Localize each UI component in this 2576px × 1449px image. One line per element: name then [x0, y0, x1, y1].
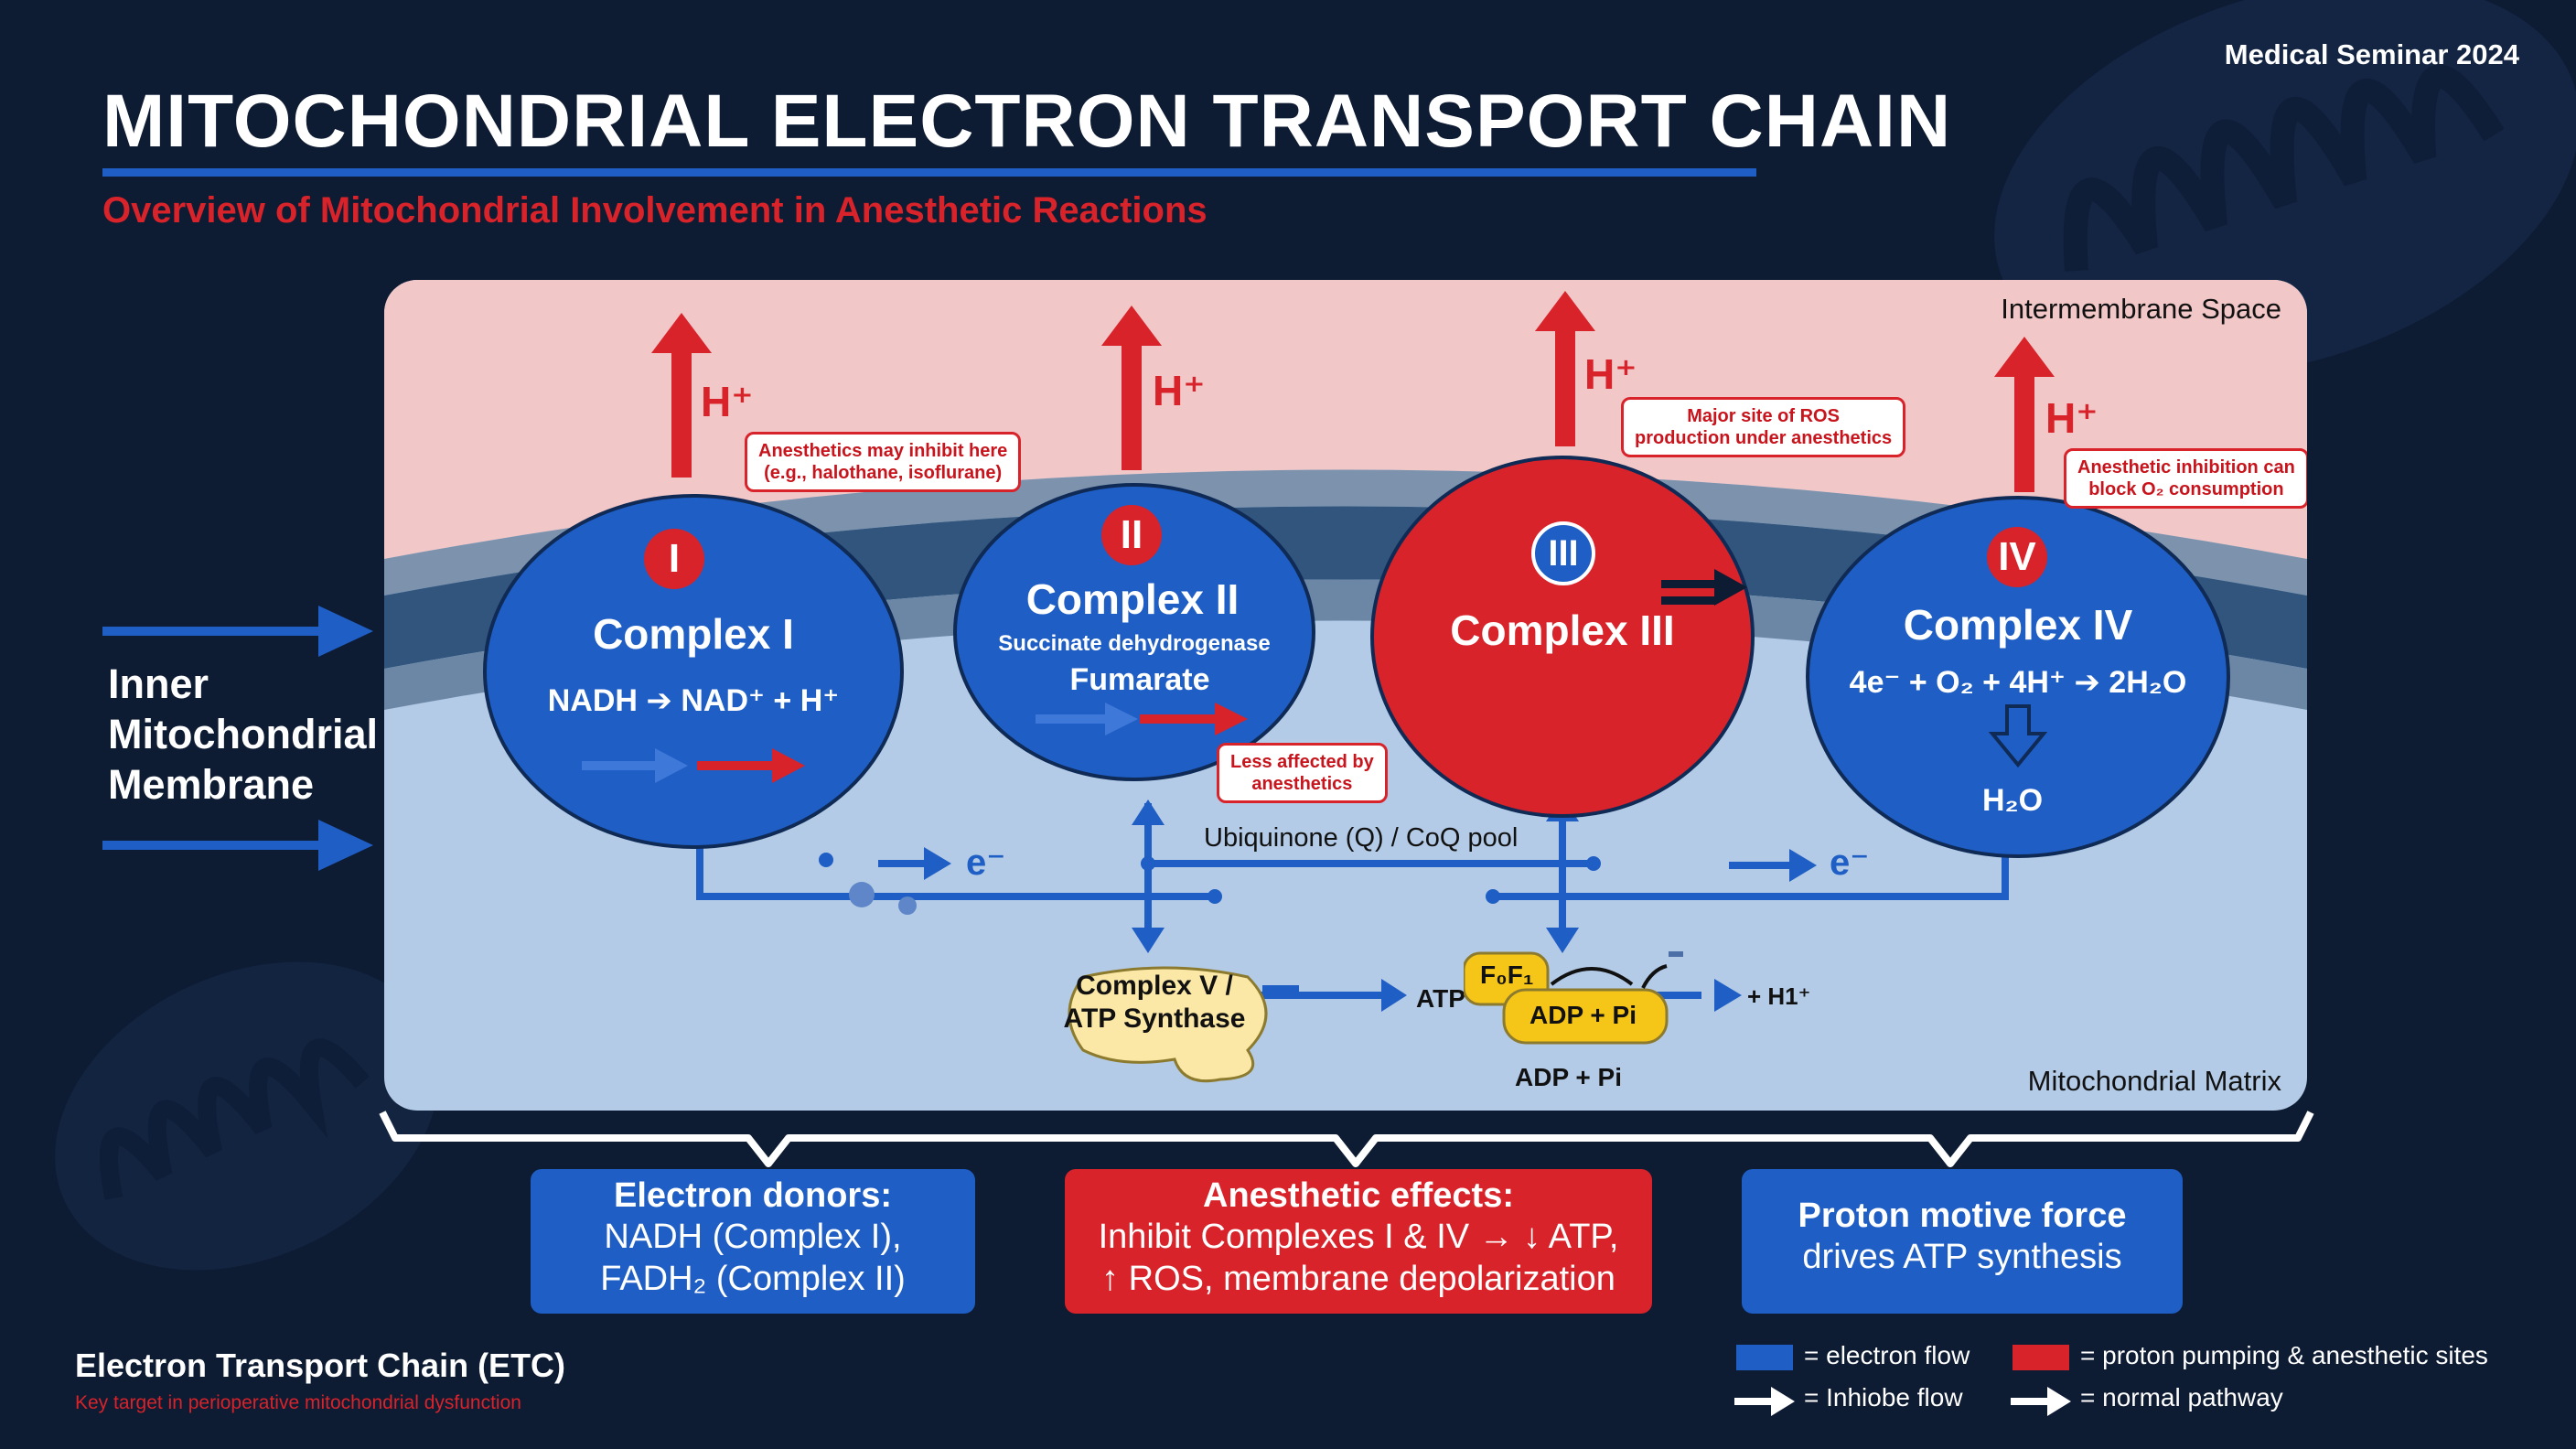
- complex-4-reaction: 4e⁻ + O₂ + 4H⁺ ➔ 2H₂O: [1850, 664, 2187, 701]
- reaction-arrow-icon: ➔: [646, 683, 672, 718]
- complex-5-label: Complex V / ATP Synthase: [1064, 970, 1246, 1036]
- h1-label: + H1⁺: [1747, 982, 1811, 1010]
- ubiquinone-pool-label: Ubiquinone (Q) / CoQ pool: [1204, 823, 1519, 853]
- summary-box-proton-motive-force: Proton motive force drives ATP synthesis: [1742, 1169, 2183, 1314]
- proton-label-1: H⁺: [701, 378, 754, 425]
- inner-membrane-label-line2: Mitochondrial: [108, 711, 378, 757]
- note-complex-2: Less affected by anesthetics: [1217, 743, 1388, 803]
- proton-arrow-complex3: [1535, 291, 1595, 446]
- complex-1-reaction-right: NAD⁺ + H⁺: [681, 683, 840, 718]
- summary-box-2-line2: ↑ ROS, membrane depolarization: [1101, 1260, 1615, 1298]
- summary-box-1-heading: Electron donors:: [613, 1176, 893, 1215]
- complex-4-product: H₂O: [1981, 783, 2044, 818]
- complex-2-enzyme: Succinate dehydrogenase: [998, 631, 1271, 656]
- mitochondrial-matrix-label: Mitochondrial Matrix: [2027, 1065, 2281, 1097]
- membrane-pointer-arrow-top: [102, 606, 373, 657]
- electron-label-left: e⁻: [966, 843, 1006, 883]
- membrane-pointer-arrow-bottom: [102, 820, 373, 871]
- complex-3-name: Complex III: [1450, 606, 1675, 654]
- summary-box-3-line1: drives ATP synthesis: [1802, 1238, 2122, 1276]
- legend-proton-pumping: = proton pumping & anesthetic sites: [2080, 1341, 2488, 1369]
- note-complex-1-line2: (e.g., halothane, isoflurane): [764, 463, 1003, 483]
- complex-5-line2: ATP Synthase: [1063, 1004, 1246, 1034]
- proton-label-3: H⁺: [1584, 350, 1637, 398]
- complex-1-reaction-left: NADH: [547, 683, 638, 718]
- complex-4-badge: IV: [1987, 527, 2047, 587]
- note-complex-3-line1: Major site of ROS: [1687, 406, 1840, 426]
- complex-4-reaction-left: 4e⁻ + O₂ + 4H⁺: [1849, 665, 2066, 700]
- complex-4-name: Complex IV: [1903, 601, 2133, 649]
- f0f1-complex-shape: [1464, 951, 1683, 1045]
- atp-label: ATP: [1416, 984, 1465, 1013]
- legend-arrow-inhibe-icon: [1734, 1387, 1795, 1416]
- summary-box-1-line1: NADH (Complex I),: [604, 1218, 902, 1256]
- legend-swatch-proton-pumping: [2012, 1345, 2069, 1370]
- legend-swatch-electron-flow: [1736, 1345, 1793, 1370]
- inner-membrane-label-line3: Membrane: [108, 761, 315, 808]
- complex-2-product: Fumarate: [1069, 662, 1210, 697]
- page-title: MITOCHONDRIAL ELECTRON TRANSPORT CHAIN: [102, 80, 1952, 163]
- proton-label-4: H⁺: [2045, 394, 2098, 442]
- background-mitochondrion-bottom-left: [55, 961, 439, 1271]
- note-complex-3: Major site of ROS production under anest…: [1621, 397, 1906, 457]
- proton-arrow-complex2: [1101, 306, 1162, 470]
- complex-3-ellipse: [1370, 456, 1755, 818]
- legend-electron-flow: = electron flow: [1804, 1341, 1970, 1369]
- complex-2-name: Complex II: [1025, 575, 1240, 623]
- complex-2-badge: II: [1101, 505, 1162, 565]
- proton-label-2: H⁺: [1153, 367, 1206, 414]
- f0f1-label: F₀F₁: [1480, 961, 1534, 989]
- intermembrane-space-label: Intermembrane Space: [2001, 293, 2281, 325]
- atp-synthase-shape: [1068, 966, 1268, 1083]
- note-complex-2-line1: Less affected by: [1230, 752, 1374, 772]
- background-mitochondrion-top-right: [1994, 0, 2576, 376]
- summary-box-electron-donors: Electron donors: NADH (Complex I), FADH₂…: [531, 1169, 975, 1314]
- summary-box-2-heading: Anesthetic effects:: [1203, 1176, 1514, 1215]
- etc-footer-title: Electron Transport Chain (ETC): [75, 1347, 566, 1384]
- complex-1-reaction: NADH ➔ NAD⁺ + H⁺: [548, 682, 839, 719]
- note-complex-2-line2: anesthetics: [1251, 774, 1353, 794]
- proton-arrow-complex4: [1994, 337, 2055, 492]
- electron-label-right: e⁻: [1830, 843, 1870, 883]
- complex-4-reaction-right: 2H₂O: [2109, 665, 2187, 700]
- adp-pi-label: ADP + Pi: [1530, 1001, 1637, 1029]
- complex-3-badge: III: [1531, 521, 1595, 585]
- reaction-arrow-icon: ➔: [2074, 665, 2100, 700]
- page-subtitle: Overview of Mitochondrial Involvement in…: [102, 190, 1208, 231]
- etc-diagram-panel: H⁺ H⁺ H⁺ H⁺ Intermembrane Space Mitochon…: [384, 280, 2307, 1111]
- note-complex-4-line2: block O₂ consumption: [2088, 479, 2284, 499]
- legend-inhibe-flow: = Inhiobe flow: [1804, 1383, 1963, 1411]
- electron-pathway: [683, 796, 2022, 1012]
- complex-5-line1: Complex V /: [1076, 971, 1233, 1001]
- summary-box-anesthetic-effects: Anesthetic effects: Inhibit Complexes I …: [1065, 1169, 1652, 1314]
- note-complex-4-line1: Anesthetic inhibition can: [2077, 457, 2295, 478]
- inner-membrane-label: Inner Mitochondrial Membrane: [108, 659, 378, 810]
- complex-1-ellipse: [483, 494, 904, 849]
- proton-arrow-complex1: [651, 313, 712, 478]
- summary-box-1-line2: FADH₂ (Complex II): [600, 1260, 906, 1298]
- complex-2-ellipse: [953, 483, 1315, 781]
- complex-1-badge: I: [644, 529, 704, 589]
- note-complex-4: Anesthetic inhibition can block O₂ consu…: [2064, 448, 2307, 509]
- complex-1-name: Complex I: [593, 610, 794, 658]
- etc-footer-subtitle: Key target in perioperative mitochondria…: [75, 1392, 521, 1413]
- event-label: Medical Seminar 2024: [2224, 38, 2519, 70]
- legend-arrow-normal-icon: [2011, 1387, 2071, 1416]
- title-underline: [102, 168, 1756, 177]
- legend-normal-pathway: = normal pathway: [2080, 1383, 2283, 1411]
- note-complex-1-line1: Anesthetics may inhibit here: [758, 441, 1008, 461]
- adp-pi-below-label: ADP + Pi: [1515, 1063, 1622, 1091]
- note-complex-1: Anesthetics may inhibit here (e.g., halo…: [745, 432, 1022, 492]
- note-complex-3-line2: production under anesthetics: [1635, 428, 1893, 448]
- summary-brace: [379, 1111, 2314, 1167]
- summary-box-2-line1: Inhibit Complexes I & IV → ↓ ATP,: [1098, 1218, 1619, 1256]
- inner-membrane-label-line1: Inner: [108, 660, 209, 707]
- complex-4-ellipse: [1806, 496, 2230, 858]
- summary-box-3-heading: Proton motive force: [1798, 1197, 2127, 1235]
